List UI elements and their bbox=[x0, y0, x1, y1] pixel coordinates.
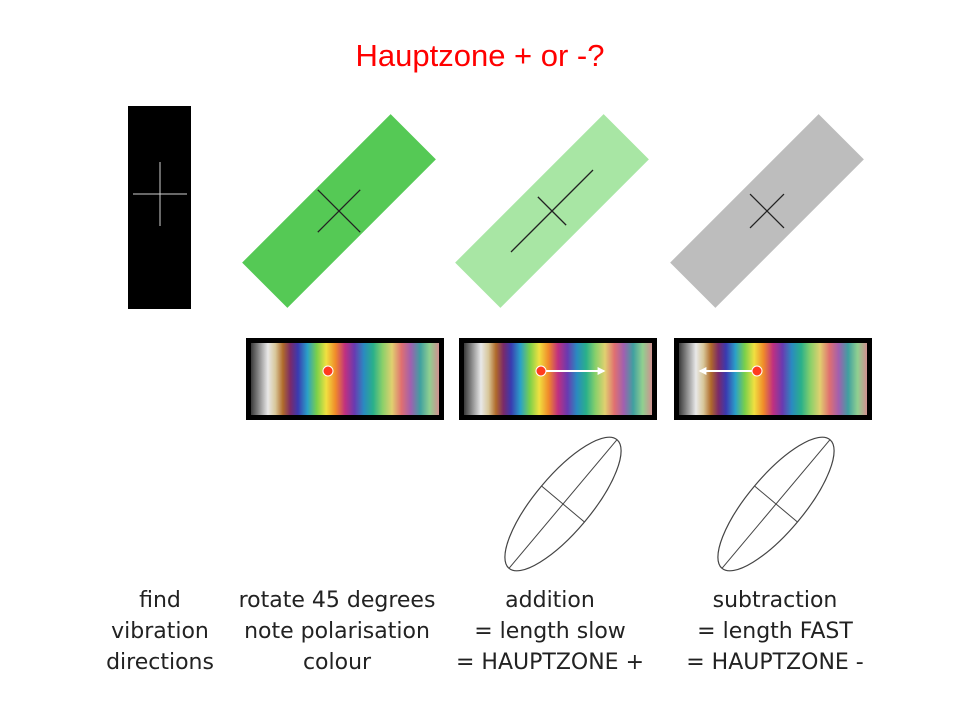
page-title: Hauptzone + or -? bbox=[355, 38, 605, 73]
caption-find-vibration: find vibration directions bbox=[106, 588, 214, 675]
indicatrix-subtraction bbox=[717, 436, 835, 572]
interference-chart-addition bbox=[459, 338, 657, 420]
colour-marker bbox=[322, 365, 334, 377]
crystal-addition bbox=[455, 114, 649, 308]
crystal-rotated-45 bbox=[242, 114, 436, 308]
colour-marker bbox=[751, 365, 763, 377]
indicatrix-addition bbox=[504, 436, 622, 572]
caption-addition: addition = length slow = HAUPTZONE + bbox=[456, 588, 644, 675]
caption-subtraction: subtraction = length FAST = HAUPTZONE - bbox=[686, 588, 864, 675]
caption-rotate: rotate 45 degrees note polarisation colo… bbox=[238, 588, 436, 675]
crystal-extinct bbox=[128, 106, 191, 309]
crystal-subtraction bbox=[670, 114, 864, 308]
colour-marker bbox=[535, 365, 547, 377]
interference-chart-subtraction bbox=[674, 338, 872, 420]
interference-chart-rotated bbox=[246, 338, 444, 420]
